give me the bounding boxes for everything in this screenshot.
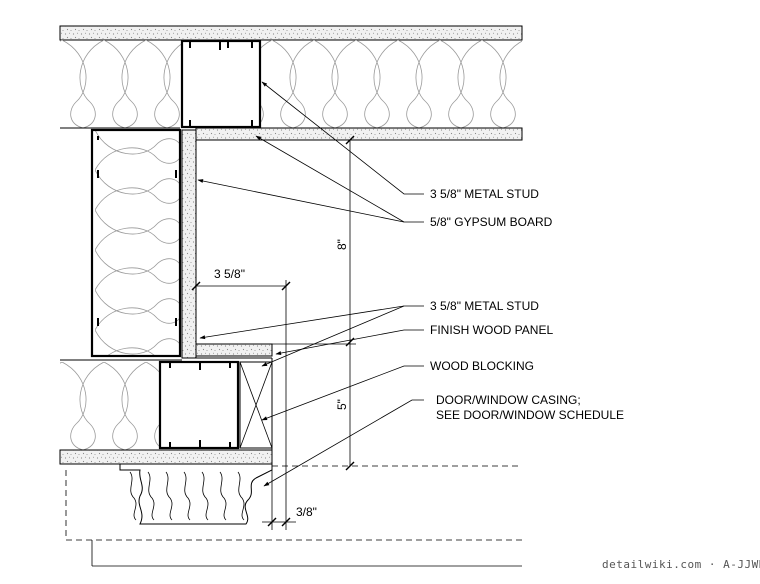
- lower-metal-stud: [158, 360, 240, 450]
- dimension-lines: [191, 135, 356, 530]
- dim-stud-width: 3 5/8": [214, 267, 245, 281]
- label-casing-line1: DOOR/WINDOW CASING;: [436, 393, 581, 407]
- dim-casing-offset: 3/8": [296, 505, 317, 519]
- wood-blocking: [239, 361, 273, 449]
- dim-vertical-upper: 8": [335, 239, 349, 250]
- vertical-wall: [90, 128, 197, 359]
- label-finish-wood-panel: FINISH WOOD PANEL: [430, 323, 553, 337]
- hidden-lines: [65, 465, 522, 541]
- label-gypsum-board: 5/8" GYPSUM BOARD: [430, 215, 553, 229]
- door-window-casing: [119, 463, 273, 525]
- watermark: detailwiki.com · A-JJWRY: [602, 558, 760, 571]
- upper-metal-stud: [180, 39, 262, 129]
- dim-vertical-lower: 5": [335, 399, 349, 410]
- label-metal-stud-lower: 3 5/8" METAL STUD: [430, 299, 539, 313]
- floor-line: [91, 540, 522, 567]
- leader-lines: [197, 81, 424, 487]
- label-wood-blocking: WOOD BLOCKING: [430, 359, 534, 373]
- label-metal-stud-upper: 3 5/8" METAL STUD: [430, 187, 539, 201]
- lower-wall: [59, 343, 273, 465]
- upper-wall: [59, 25, 523, 141]
- label-casing-line2: SEE DOOR/WINDOW SCHEDULE: [436, 408, 624, 422]
